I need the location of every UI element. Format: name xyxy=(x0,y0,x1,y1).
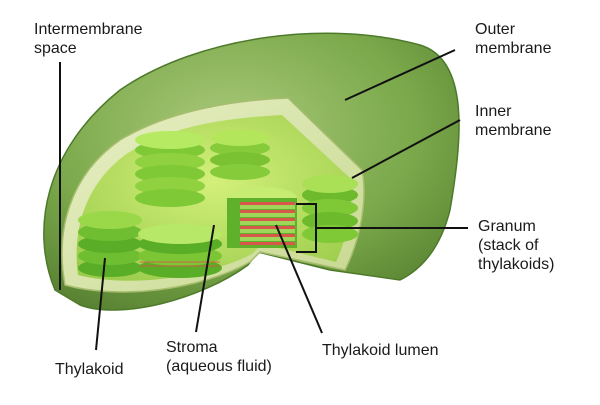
leader-stroma xyxy=(195,224,215,333)
label-outer-membrane: Outer membrane xyxy=(475,21,552,57)
leader-lumen xyxy=(275,224,323,334)
granum-cut xyxy=(227,187,297,248)
label-intermembrane-space: Intermembrane space xyxy=(34,21,143,57)
granum-left xyxy=(78,211,142,277)
label-thylakoid: Thylakoid xyxy=(55,361,124,378)
label-stroma: Stroma (aqueous fluid) xyxy=(166,339,272,375)
granum-back-mid xyxy=(210,130,270,180)
leader-outer-membrane xyxy=(344,49,456,101)
thylakoid-lumen-layers xyxy=(240,202,295,245)
granum-front-center xyxy=(138,224,222,278)
granum-right xyxy=(302,175,358,243)
label-inner-membrane: Inner membrane xyxy=(475,103,552,139)
granum-back-left xyxy=(135,131,205,207)
label-granum: Granum (stack of thylakoids) xyxy=(478,218,555,273)
leader-thylakoid xyxy=(95,257,106,351)
leader-inner-membrane xyxy=(351,119,461,179)
label-thylakoid-lumen: Thylakoid lumen xyxy=(322,342,439,359)
leader-lines xyxy=(59,49,468,351)
thylakoid-stacks xyxy=(78,130,358,278)
